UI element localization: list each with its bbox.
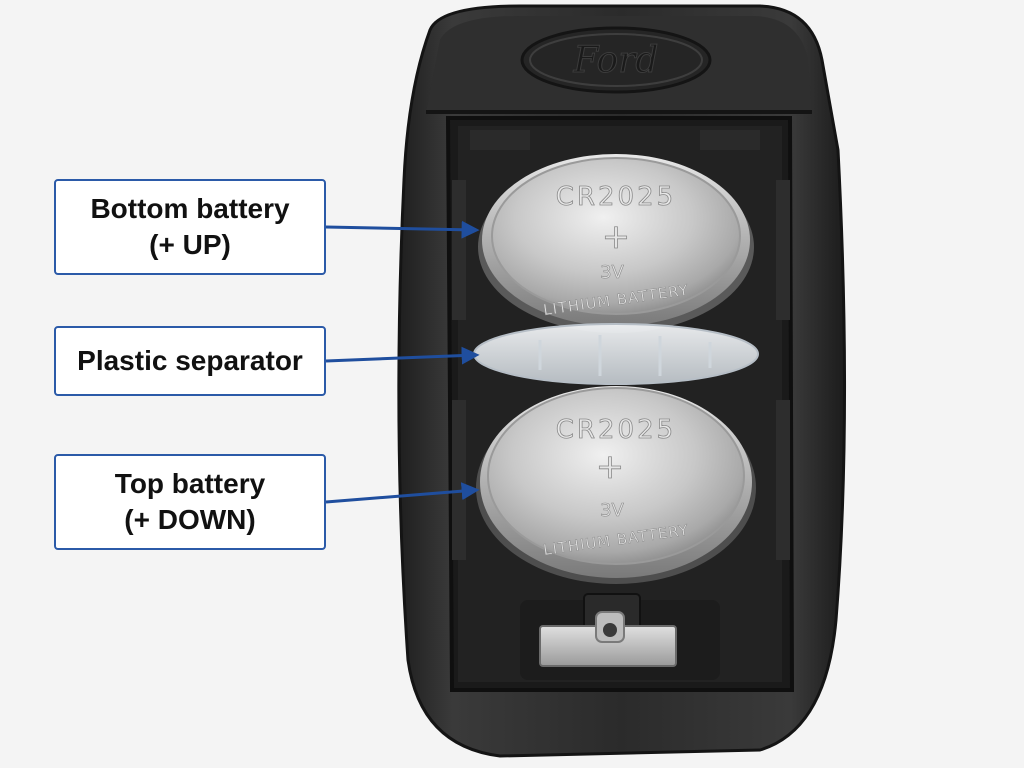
callout-line: Bottom battery	[90, 193, 290, 224]
callout-bottom-battery: Bottom battery (+ UP)	[54, 179, 326, 275]
callout-top-battery: Top battery (+ DOWN)	[54, 454, 326, 550]
top-battery: CR2025 + 3V LITHIUM BATTERY	[476, 386, 756, 584]
svg-text:CR2025: CR2025	[556, 182, 676, 212]
plastic-separator	[473, 323, 759, 385]
svg-text:CR2025: CR2025	[556, 415, 676, 445]
svg-text:Ford: Ford	[573, 40, 659, 81]
callout-line: (+ UP)	[149, 229, 231, 260]
svg-text:3V: 3V	[600, 500, 624, 521]
callout-line: Top battery	[114, 468, 266, 499]
svg-text:3V: 3V	[600, 262, 624, 283]
top-battery-arrow	[325, 482, 480, 504]
callout-line: Plastic separator	[77, 345, 303, 376]
ford-logo: Ford	[520, 26, 712, 94]
svg-text:+: +	[602, 217, 631, 257]
svg-text:+: +	[596, 447, 625, 487]
callout-plastic-separator: Plastic separator	[54, 326, 326, 396]
battery-contact-tab	[539, 593, 677, 667]
bottom-battery: CR2025 + 3V LITHIUM BATTERY	[478, 154, 754, 333]
bottom-battery-arrow	[325, 220, 480, 239]
callout-line: (+ DOWN)	[124, 504, 256, 535]
separator-arrow	[325, 346, 480, 365]
